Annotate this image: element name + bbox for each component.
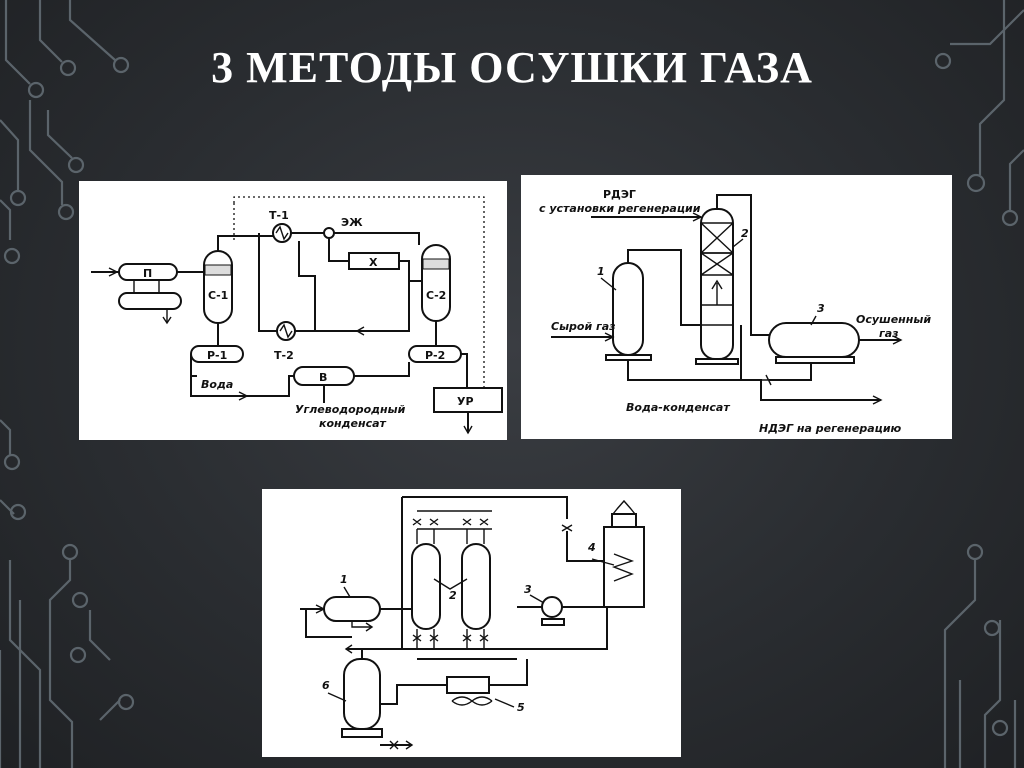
label-c2: С-2 bbox=[426, 289, 446, 302]
ejector bbox=[324, 228, 334, 238]
separator-6 bbox=[344, 659, 380, 729]
label-t2: Т-2 bbox=[274, 349, 294, 362]
label-rdeg: РДЭГ bbox=[603, 188, 636, 201]
diagram-1-svg: П С-1 Т-1 ЭЖ Х С-2 Т-2 bbox=[79, 181, 507, 440]
diagram-panel-3: 2 1 3 4 6 bbox=[262, 489, 681, 757]
adsorber-2-left bbox=[412, 544, 440, 629]
label-ur: УР bbox=[457, 395, 474, 408]
separator-6-base bbox=[342, 729, 382, 737]
label-condensate-line1: Углеводородный bbox=[295, 403, 406, 416]
diagram-2-svg: РДЭГ с установки регенерации 1 Сырой газ… bbox=[539, 188, 931, 435]
label-ezh: ЭЖ bbox=[341, 216, 363, 229]
label-n1-diagram2: 1 bbox=[597, 265, 605, 278]
label-n3-diagram3: 3 bbox=[524, 583, 532, 596]
label-n3-diagram2: 3 bbox=[817, 302, 825, 315]
label-n4-diagram3: 4 bbox=[587, 541, 596, 554]
diagram-panel-2: РДЭГ с установки регенерации 1 Сырой газ… bbox=[521, 175, 952, 439]
label-p: П bbox=[143, 267, 152, 280]
c1-packing bbox=[205, 265, 231, 275]
slide-title: 3 МЕТОДЫ ОСУШКИ ГАЗА bbox=[211, 43, 813, 92]
separator-c2 bbox=[422, 245, 450, 321]
label-n6-diagram3: 6 bbox=[322, 679, 330, 692]
label-n5-diagram3: 5 bbox=[517, 701, 525, 714]
label-t1: Т-1 bbox=[269, 209, 289, 222]
label-dried-gas-line2: газ bbox=[879, 327, 899, 340]
separator-3 bbox=[769, 323, 859, 357]
heater-4-chimney bbox=[612, 514, 636, 527]
label-water-condensate: Вода-конденсат bbox=[626, 401, 730, 414]
cooler-5 bbox=[447, 677, 489, 693]
label-r1: Р-1 bbox=[207, 349, 227, 362]
diagram-3-svg: 2 1 3 4 6 bbox=[262, 489, 681, 757]
diagram-panel-1: П С-1 Т-1 ЭЖ Х С-2 Т-2 bbox=[79, 181, 507, 440]
label-dried-gas-line1: Осушенный bbox=[856, 313, 931, 326]
label-x: Х bbox=[369, 256, 378, 269]
separator-3-base bbox=[776, 357, 854, 363]
label-raw-gas: Сырой газ bbox=[551, 320, 616, 333]
label-c1: С-1 bbox=[208, 289, 228, 302]
heater-4 bbox=[604, 527, 644, 607]
label-condensate-line2: конденсат bbox=[319, 417, 387, 430]
regeneration-unit-ur bbox=[434, 388, 502, 412]
pump-3-base bbox=[542, 619, 564, 625]
c2-packing bbox=[423, 259, 449, 269]
label-n2-diagram2: 2 bbox=[741, 227, 749, 240]
column-base bbox=[696, 359, 738, 364]
vessel-p-lower bbox=[119, 293, 181, 309]
separator-c1 bbox=[204, 251, 232, 323]
pump-3 bbox=[542, 597, 562, 617]
label-ndeg: НДЭГ на регенерацию bbox=[759, 422, 902, 435]
label-from-regen: с установки регенерации bbox=[539, 202, 701, 215]
adsorber-2-right bbox=[462, 544, 490, 629]
label-v: В bbox=[319, 371, 327, 384]
separator-1 bbox=[613, 263, 643, 355]
heat-exchanger-1 bbox=[324, 597, 380, 621]
label-n2-diagram3: 2 bbox=[449, 589, 457, 602]
label-r2: Р-2 bbox=[425, 349, 445, 362]
label-voda: Вода bbox=[201, 378, 233, 391]
label-n1-diagram3: 1 bbox=[340, 573, 348, 586]
separator-1-base bbox=[606, 355, 651, 360]
